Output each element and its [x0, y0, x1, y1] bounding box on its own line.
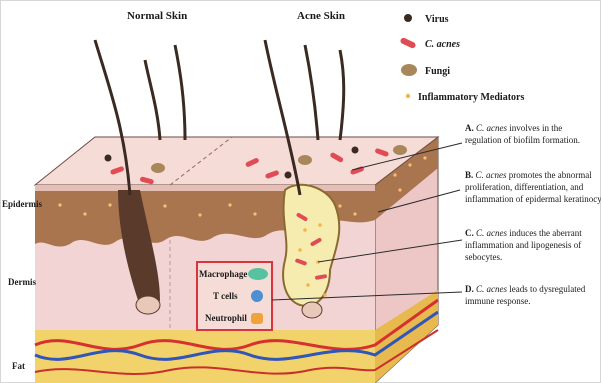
legend-virus: Virus [425, 14, 449, 25]
legend-c-acnes: C. acnes [425, 39, 460, 50]
label-fat: Fat [12, 361, 25, 371]
note-b-line3: inflammation of epidermal keratinocy [465, 194, 601, 204]
note-d-species: C. acnes [476, 284, 507, 294]
svg-text:A. C. acnes invol: A. C. acnes involves in the [465, 123, 562, 133]
note-b-line1: promotes the abnormal [509, 170, 592, 180]
svg-text:D. C. acnes leads: D. C. acnes leads to dysregulated [465, 284, 586, 294]
normal-hair-bulb [136, 296, 160, 314]
note-d: D. C. acnes leads to dysregulated immune… [465, 284, 586, 306]
label-dermis: Dermis [8, 277, 36, 287]
label-macrophage: Macrophage [199, 269, 247, 279]
note-b-letter: B. [465, 170, 473, 180]
acne-hair-2 [305, 45, 318, 140]
fungi-icon [401, 64, 417, 76]
title-acne-skin: Acne Skin [297, 10, 345, 22]
note-a-line2: regulation of biofilm formation. [465, 135, 580, 145]
acne-hair-bulb [302, 302, 322, 318]
note-a-species: C. acnes [476, 123, 507, 133]
svg-text:B. C. acnes promo: B. C. acnes promotes the abnormal [465, 170, 592, 180]
label-epidermis: Epidermis [2, 199, 43, 209]
svg-text:C. C. acnes induc: C. C. acnes induces the aberrant [465, 228, 582, 238]
c-acnes-icon [399, 37, 416, 49]
label-t-cells: T cells [213, 291, 238, 301]
mediator-icon [406, 94, 410, 98]
note-c-letter: C. [465, 228, 474, 238]
neutrophil-icon [251, 313, 263, 324]
acne-hair-3 [340, 50, 344, 140]
note-b-line2: proliferation, differentiation, and [465, 182, 584, 192]
normal-hair-2 [145, 60, 160, 140]
fat-layer [35, 330, 375, 383]
note-d-line1: leads to dysregulated [509, 284, 585, 294]
legend-fungi: Fungi [425, 66, 450, 77]
note-a: A. C. acnes involves in the regulation o… [465, 123, 580, 145]
note-c-line2: inflammation and lipogenesis of [465, 240, 581, 250]
note-c-line3: sebocytes. [465, 252, 502, 262]
legend-mediators: Inflammatory Mediators [418, 92, 524, 103]
note-a-line1: involves in the [509, 123, 562, 133]
skin-surface [35, 137, 438, 185]
macrophage-icon [248, 268, 268, 280]
t-cell-icon [251, 290, 263, 302]
label-neutrophil: Neutrophil [205, 313, 247, 323]
note-a-letter: A. [465, 123, 474, 133]
note-d-letter: D. [465, 284, 474, 294]
normal-hair-3 [175, 45, 185, 140]
note-c: C. C. acnes induces the aberrant inflamm… [465, 228, 582, 262]
note-b: B. C. acnes promotes the abnormal prolif… [465, 170, 601, 204]
virus-icon [404, 14, 412, 22]
surface-front-edge [35, 185, 375, 191]
note-c-species: C. acnes [476, 228, 507, 238]
title-normal-skin: Normal Skin [127, 10, 187, 22]
note-c-line1: induces the aberrant [509, 228, 582, 238]
note-b-species: C. acnes [476, 170, 507, 180]
note-d-line2: immune response. [465, 296, 531, 306]
